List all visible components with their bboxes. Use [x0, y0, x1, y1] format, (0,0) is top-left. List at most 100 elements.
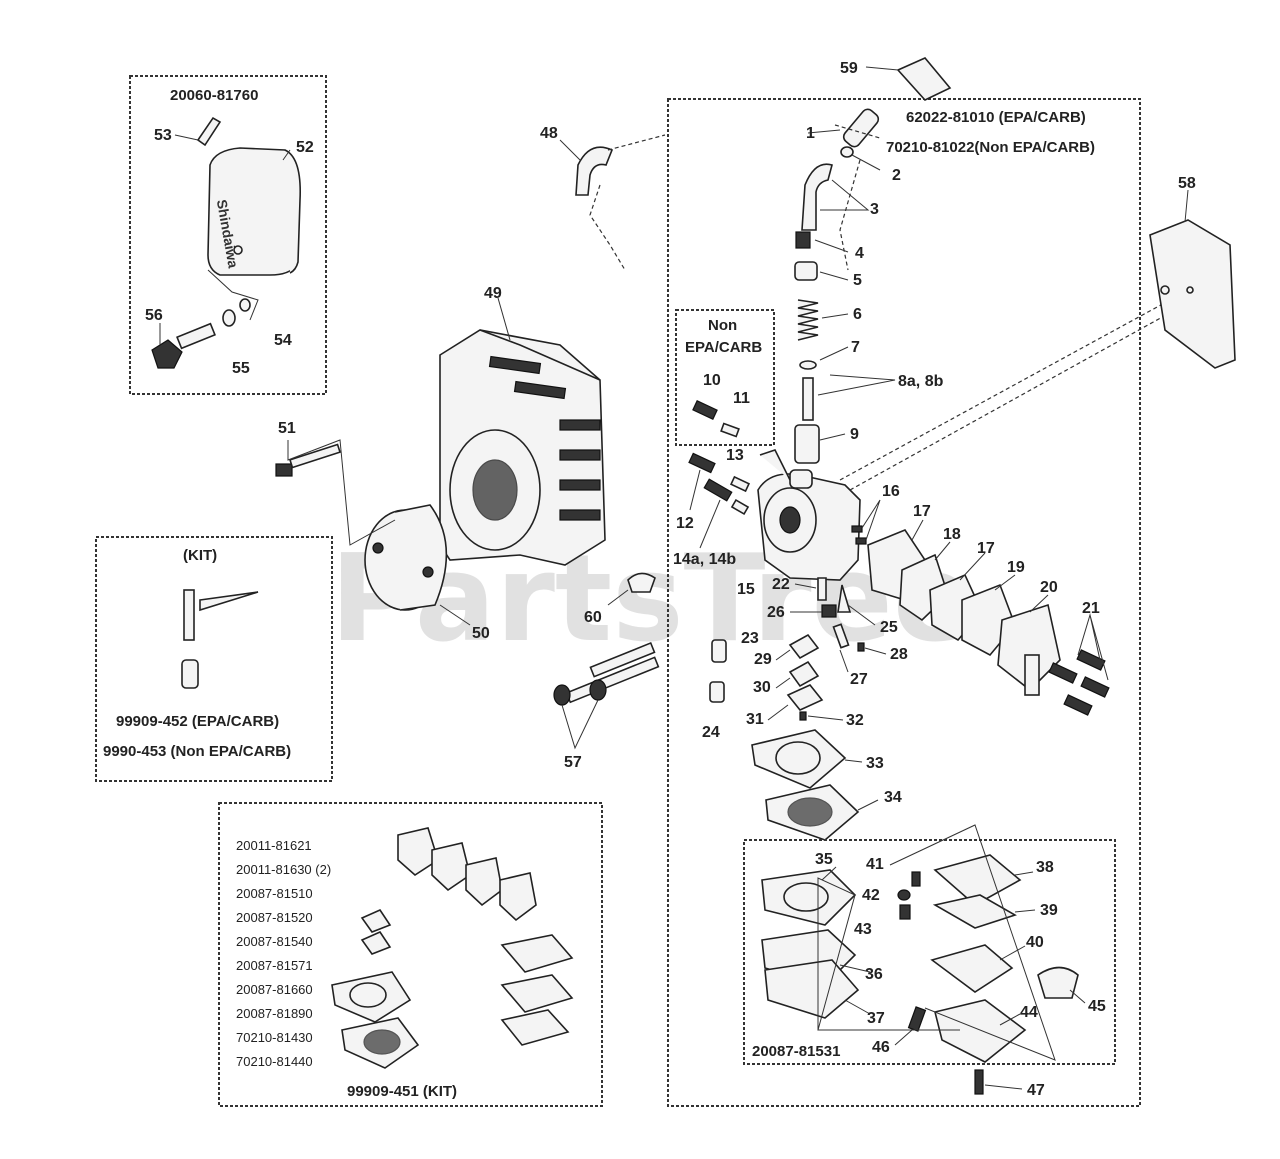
washer-42	[897, 889, 911, 901]
shroud-ridge	[479, 329, 601, 381]
heat-shield-hole-a	[1160, 285, 1170, 295]
pump-kit-number: 20087-81531	[752, 1043, 840, 1060]
gasket-kit-part-5: 20087-81571	[236, 958, 313, 973]
kit-gasket-c	[465, 857, 503, 907]
kit-lever-a	[360, 908, 392, 933]
callout-56: 56	[145, 307, 163, 324]
needle-25	[837, 584, 852, 613]
diaphragm-38	[933, 854, 1022, 906]
callout-5: 5	[853, 272, 862, 289]
callout-57: 57	[564, 754, 582, 771]
clip-60	[627, 572, 656, 593]
starter-cup-rim	[394, 504, 448, 611]
screw-21d	[1063, 694, 1093, 716]
callout-19: 19	[1007, 559, 1025, 576]
callout-3: 3	[870, 201, 879, 218]
callout-54: 54	[274, 332, 292, 349]
decal	[196, 116, 222, 147]
gasket-39	[932, 894, 1017, 929]
non-epa-line1: Non	[708, 317, 737, 334]
pump-kit-box	[743, 839, 1116, 1065]
diaphragm-34-center	[787, 797, 833, 827]
needle-10	[692, 400, 718, 420]
screw-21b	[1048, 662, 1078, 684]
callout-39: 39	[1040, 902, 1058, 919]
callout-51: 51	[278, 420, 296, 437]
gasket-kit-part-9: 70210-81440	[236, 1054, 313, 1069]
kit-clip-leader	[199, 591, 259, 612]
callout-46: 46	[872, 1039, 890, 1056]
screw-41	[911, 871, 921, 887]
callout-14: 14a, 14b	[673, 551, 736, 568]
callout-7: 7	[851, 339, 860, 356]
callout-55: 55	[232, 360, 250, 377]
cover-20	[997, 603, 1061, 692]
callout-48: 48	[540, 125, 558, 142]
callout-59: 59	[840, 60, 858, 77]
kit-gasket-large-hole	[349, 982, 387, 1008]
callout-21: 21	[1082, 600, 1100, 617]
kit-plate-a	[500, 934, 574, 973]
screw-14	[703, 478, 733, 502]
clip-7	[799, 360, 817, 370]
non-epa-box	[675, 309, 775, 446]
screw-16a	[851, 525, 863, 533]
callout-18: 18	[943, 526, 961, 543]
lever-26	[821, 604, 837, 618]
needle-kit-title: (KIT)	[183, 547, 217, 564]
screw-21c	[1080, 676, 1110, 698]
part-29	[788, 633, 820, 660]
needle-kit-epa: 99909-452 (EPA/CARB)	[116, 713, 279, 730]
gasket-kit-part-1: 20011-81630 (2)	[236, 862, 331, 877]
cover-40	[930, 944, 1014, 993]
callout-15: 15	[737, 581, 755, 598]
shroud-hub	[472, 459, 518, 521]
screw-21a	[1076, 649, 1106, 671]
kit-plate-c	[500, 1009, 570, 1046]
part-30	[788, 660, 820, 688]
cover-hole	[233, 245, 243, 255]
callout-35: 35	[815, 851, 833, 868]
callout-47: 47	[1027, 1082, 1045, 1099]
gasket-kit-part-4: 20087-81540	[236, 934, 313, 949]
gasket-kit-part-6: 20087-81660	[236, 982, 313, 997]
callout-38: 38	[1036, 859, 1054, 876]
screw-16b	[855, 537, 867, 545]
cup-45	[1037, 966, 1079, 999]
screw-46	[907, 1006, 927, 1032]
cap-5	[794, 261, 818, 281]
callout-40: 40	[1026, 934, 1044, 951]
heat-shield-58	[1149, 219, 1236, 369]
gasket-kit-part-8: 70210-81430	[236, 1030, 313, 1045]
callout-24: 24	[702, 724, 720, 741]
callout-34: 34	[884, 789, 902, 806]
screw-28	[857, 642, 865, 652]
screw-32	[799, 711, 807, 721]
callout-44: 44	[1020, 1004, 1038, 1021]
kit-lever-b	[360, 930, 392, 955]
callout-6: 6	[853, 306, 862, 323]
kit-plate-b	[500, 974, 574, 1013]
callout-29: 29	[754, 651, 772, 668]
callout-41: 41	[866, 856, 884, 873]
throttle-9	[794, 424, 820, 464]
gasket-kit-title: 99909-451 (KIT)	[347, 1083, 457, 1100]
fitting-24	[709, 681, 725, 703]
callout-2: 2	[892, 167, 901, 184]
fitting-43	[899, 904, 911, 920]
ring-2	[840, 146, 854, 158]
throttle-lever	[759, 449, 791, 481]
callout-9: 9	[850, 426, 859, 443]
needle-kit-non-epa: 9990-453 (Non EPA/CARB)	[103, 743, 291, 760]
heat-shield-hole-b	[1186, 286, 1194, 294]
kit-needle	[183, 589, 195, 641]
callout-33: 33	[866, 755, 884, 772]
callout-49: 49	[484, 285, 502, 302]
callout-43: 43	[854, 921, 872, 938]
elbow-48	[575, 146, 614, 196]
callout-37: 37	[867, 1010, 885, 1027]
callout-26: 26	[767, 604, 785, 621]
callout-4: 4	[855, 245, 864, 262]
callout-50: 50	[472, 625, 490, 642]
callout-45: 45	[1088, 998, 1106, 1015]
